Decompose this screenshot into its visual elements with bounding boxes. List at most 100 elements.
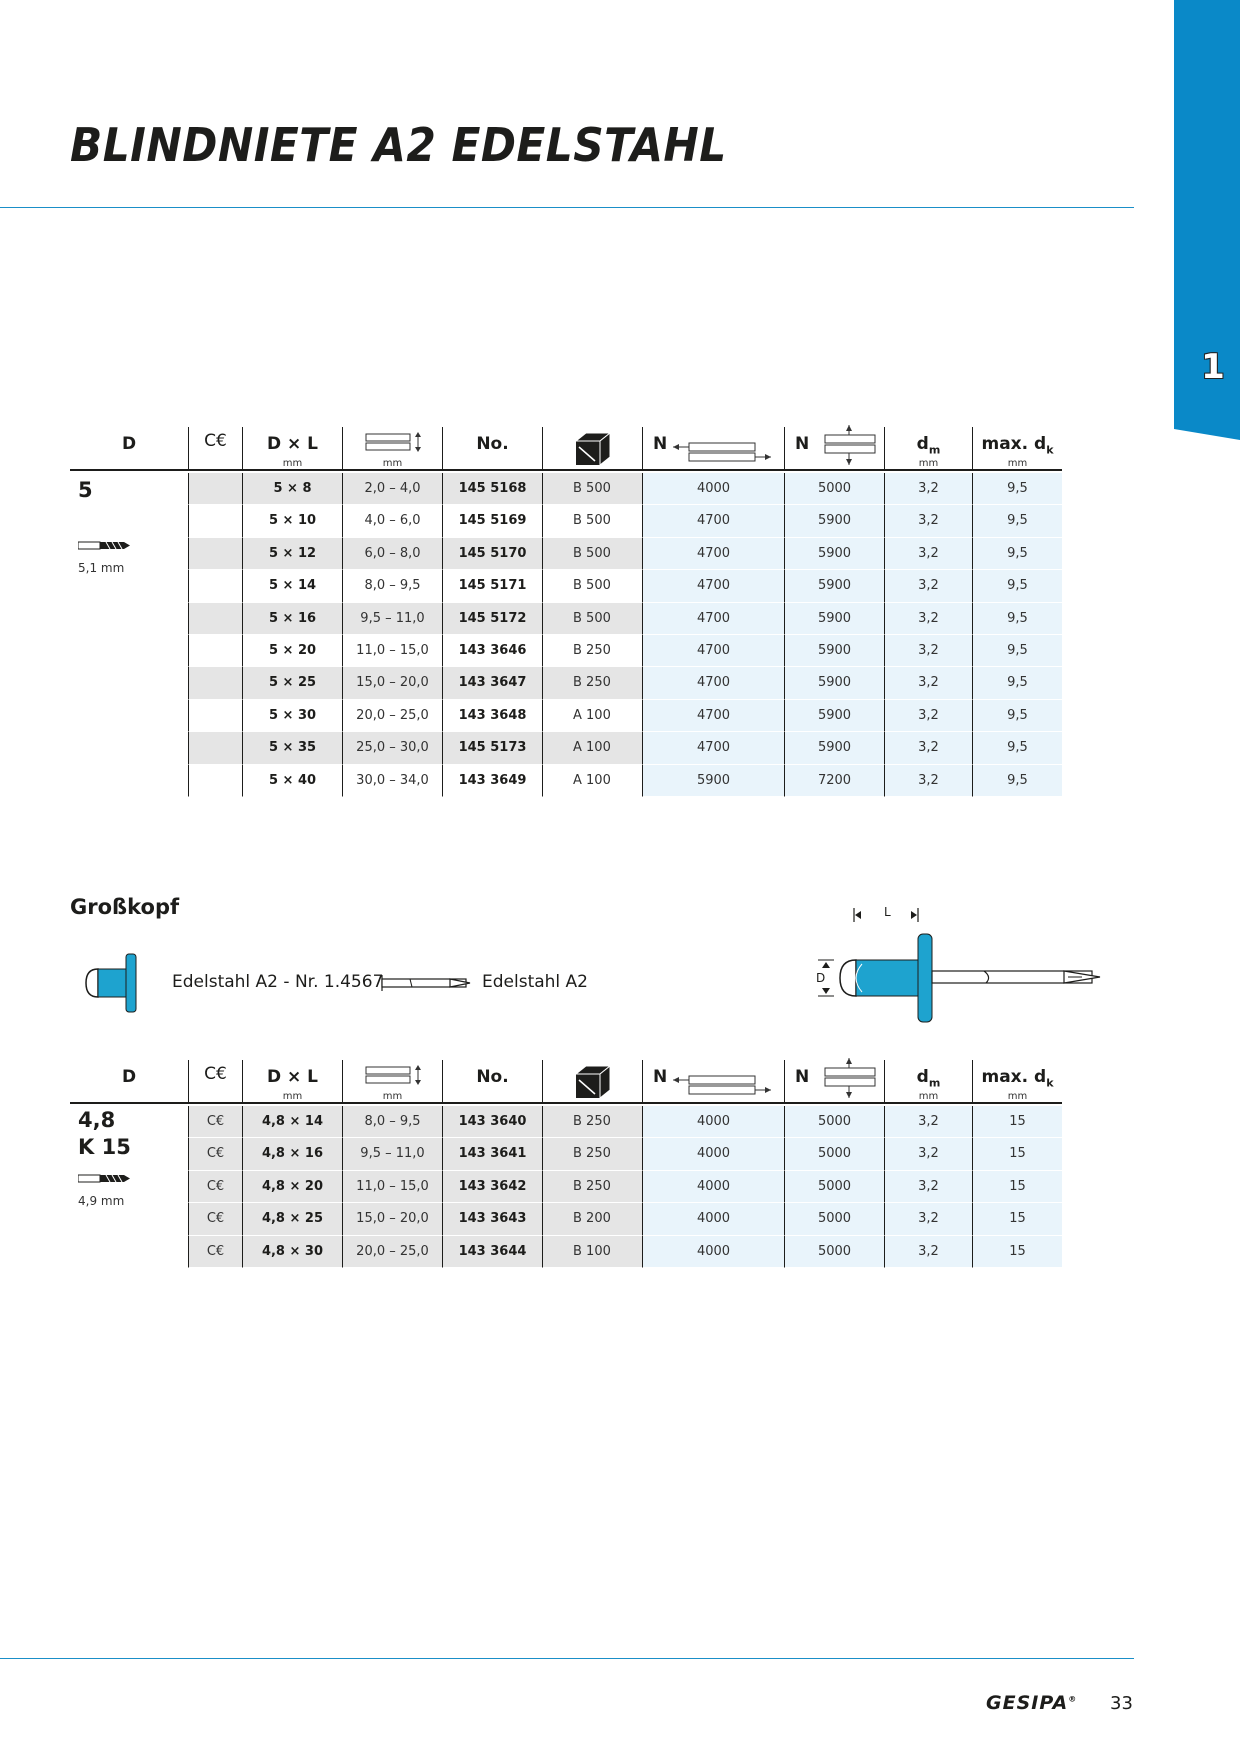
cell-n2: 5900 — [784, 667, 884, 700]
rivet-large-head-icon — [85, 953, 137, 1013]
header-dk: max. dk mm — [972, 427, 1062, 471]
drill-bit-icon — [78, 1174, 130, 1183]
cell-dk: 9,5 — [972, 635, 1062, 668]
cell-no: 145 5170 — [442, 537, 542, 571]
cell-dk: 9,5 — [972, 764, 1062, 797]
header-dxl: D × L mm — [242, 1060, 342, 1104]
cell-dxl: 5 × 12 — [242, 537, 342, 571]
shear-force-icon — [671, 1072, 784, 1104]
cell-n1: 4700 — [642, 505, 784, 538]
cell-pack: B 200 — [542, 1203, 642, 1236]
header-package — [542, 1060, 642, 1104]
tensile-force-icon — [821, 1056, 884, 1106]
cell-n2: 5900 — [784, 602, 884, 635]
cell-n1: 4000 — [642, 1106, 784, 1139]
cell-pack: B 250 — [542, 667, 642, 700]
cell-n2: 5000 — [784, 1170, 884, 1204]
page-number: 33 — [1110, 1693, 1133, 1714]
cell-grip: 2,0 – 4,0 — [342, 473, 442, 506]
cell-n2: 5000 — [784, 1138, 884, 1171]
header-dm: dm mm — [884, 1060, 972, 1104]
cell-pack: A 100 — [542, 699, 642, 733]
cell-n2: 5000 — [784, 473, 884, 506]
cell-no: 143 3641 — [442, 1138, 542, 1171]
cell-grip: 4,0 – 6,0 — [342, 505, 442, 538]
cell-ce: C€ — [188, 1106, 242, 1139]
cell-grip: 15,0 – 20,0 — [342, 1203, 442, 1236]
cell-dm: 3,2 — [884, 505, 972, 538]
cell-grip: 20,0 – 25,0 — [342, 699, 442, 733]
cell-no: 143 3642 — [442, 1170, 542, 1204]
cell-grip: 9,5 – 11,0 — [342, 1138, 442, 1171]
cell-ce — [188, 699, 242, 733]
cell-dm: 3,2 — [884, 1106, 972, 1139]
cell-dxl: 4,8 × 16 — [242, 1138, 342, 1171]
cell-ce: C€ — [188, 1203, 242, 1236]
cell-dm: 3,2 — [884, 699, 972, 733]
cell-dm: 3,2 — [884, 1138, 972, 1171]
diagram-length-label: L — [884, 905, 891, 919]
cell-dxl: 5 × 40 — [242, 764, 342, 797]
cell-pack: B 250 — [542, 635, 642, 668]
cell-n1: 4700 — [642, 635, 784, 668]
cell-pack: B 500 — [542, 537, 642, 571]
cell-n1: 4700 — [642, 570, 784, 603]
footer-divider — [0, 1658, 1134, 1659]
drill-size-label: 5,1 mm — [78, 561, 125, 575]
cell-no: 143 3640 — [442, 1106, 542, 1139]
cell-pack: B 100 — [542, 1235, 642, 1268]
header-d: D — [121, 434, 137, 454]
chapter-tab[interactable] — [1174, 0, 1240, 440]
cell-dm: 3,2 — [884, 537, 972, 571]
cell-dm: 3,2 — [884, 764, 972, 797]
chapter-tab-number: 1 — [1201, 347, 1225, 387]
cell-n2: 5900 — [784, 570, 884, 603]
cell-grip: 15,0 – 20,0 — [342, 667, 442, 700]
cell-n1: 4700 — [642, 699, 784, 733]
cell-dxl: 5 × 30 — [242, 699, 342, 733]
header-ce: C€ — [188, 427, 242, 471]
rivet-table-standard: D C€ D × L mm mm No. — [70, 425, 1062, 797]
cell-dxl: 4,8 × 14 — [242, 1106, 342, 1139]
package-box-icon — [543, 1064, 642, 1104]
cell-n1: 4700 — [642, 667, 784, 700]
cell-no: 145 5173 — [442, 732, 542, 765]
cell-ce — [188, 732, 242, 765]
cell-no: 145 5171 — [442, 570, 542, 603]
tensile-force-icon — [821, 423, 884, 473]
cell-dm: 3,2 — [884, 602, 972, 635]
cell-n1: 4000 — [642, 1138, 784, 1171]
header-dm: dm mm — [884, 427, 972, 471]
diagram-diameter-label: D — [816, 971, 826, 985]
cell-grip: 6,0 – 8,0 — [342, 537, 442, 571]
cell-ce: C€ — [188, 1138, 242, 1171]
cell-grip: 11,0 – 15,0 — [342, 635, 442, 668]
cell-n2: 5900 — [784, 505, 884, 538]
cell-dk: 9,5 — [972, 537, 1062, 571]
cell-grip: 8,0 – 9,5 — [342, 1106, 442, 1139]
cell-dk: 9,5 — [972, 473, 1062, 506]
cell-dxl: 4,8 × 20 — [242, 1170, 342, 1204]
cell-no: 143 3649 — [442, 764, 542, 797]
material-mandrel-label: Edelstahl A2 — [482, 972, 589, 992]
package-box-icon — [543, 431, 642, 471]
cell-dm: 3,2 — [884, 667, 972, 700]
cell-n2: 7200 — [784, 764, 884, 797]
cell-pack: B 250 — [542, 1106, 642, 1139]
page-title: BLINDNIETE A2 EDELSTAHL — [70, 118, 727, 172]
cell-ce — [188, 473, 242, 506]
cell-ce — [188, 635, 242, 668]
cell-ce — [188, 505, 242, 538]
cell-dk: 15 — [972, 1138, 1062, 1171]
cell-n1: 4700 — [642, 602, 784, 635]
cell-dk: 9,5 — [972, 699, 1062, 733]
cell-grip: 9,5 – 11,0 — [342, 602, 442, 635]
header-divider — [0, 207, 1134, 208]
